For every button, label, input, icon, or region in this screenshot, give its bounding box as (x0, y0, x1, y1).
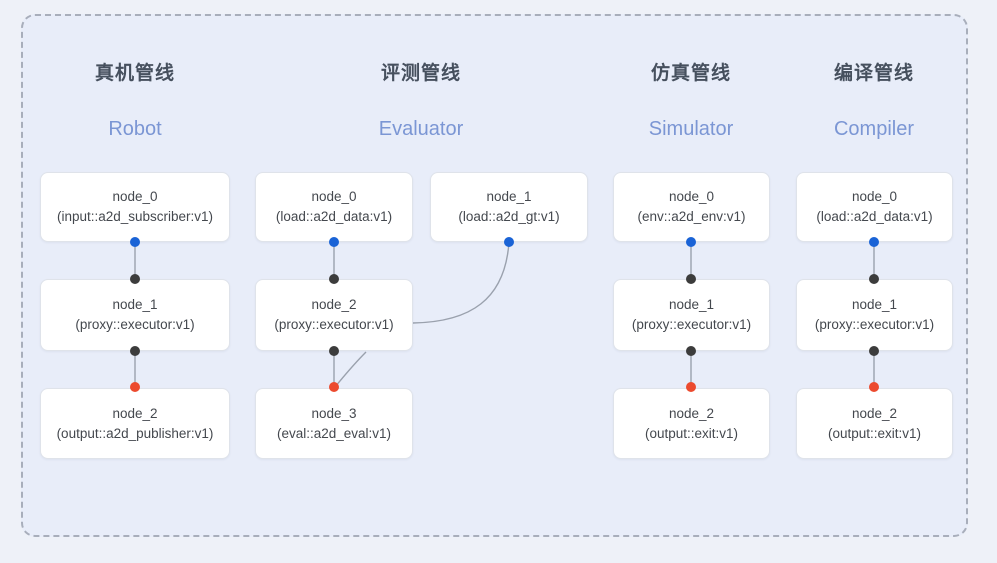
port-input-robot-1[interactable] (130, 274, 140, 284)
port-input-simulator-1[interactable] (686, 274, 696, 284)
port-output-simulator-0[interactable] (686, 237, 696, 247)
column-title-en-compiler: Compiler (833, 118, 915, 140)
node-compiler-2[interactable]: node_2 (output::exit:v1) (796, 388, 953, 459)
node-robot-1[interactable]: node_1 (proxy::executor:v1) (40, 279, 230, 351)
node-evaluator-3-type: (eval::a2d_eval:v1) (276, 425, 392, 441)
column-header-evaluator: 评测管线 Evaluator (326, 62, 516, 141)
node-robot-1-type: (proxy::executor:v1) (75, 317, 195, 332)
port-input-compiler-2[interactable] (869, 382, 879, 392)
port-input-compiler-1[interactable] (869, 274, 879, 284)
column-title-en-evaluator: Evaluator (378, 118, 464, 140)
node-compiler-1[interactable]: node_1 (proxy::executor:v1) (796, 279, 953, 351)
node-evaluator-0-name: node_0 (311, 189, 357, 204)
node-compiler-0-name: node_0 (851, 189, 898, 204)
column-title-en-simulator: Simulator (648, 118, 734, 140)
port-output-evaluator-2[interactable] (329, 346, 339, 356)
node-simulator-0[interactable]: node_0 (env::a2d_env:v1) (613, 172, 770, 242)
node-simulator-2-name: node_2 (668, 405, 715, 421)
port-output-compiler-1[interactable] (869, 346, 879, 356)
node-compiler-0[interactable]: node_0 (load::a2d_data:v1) (796, 172, 953, 242)
node-evaluator-3[interactable]: node_3 (eval::a2d_eval:v1) (255, 388, 413, 459)
node-robot-0-type: (input::a2d_subscriber:v1) (56, 209, 214, 224)
port-output-compiler-0[interactable] (869, 237, 879, 247)
column-header-compiler: 编译管线 Compiler (779, 62, 969, 141)
column-title-cn-robot: 真机管线 (94, 63, 175, 84)
node-simulator-2[interactable]: node_2 (output::exit:v1) (613, 388, 770, 459)
node-evaluator-0-type: (load::a2d_data:v1) (275, 209, 393, 224)
column-title-cn-compiler: 编译管线 (833, 63, 914, 84)
port-output-robot-1[interactable] (130, 346, 140, 356)
port-output-evaluator-1[interactable] (504, 237, 514, 247)
port-input-robot-2[interactable] (130, 382, 140, 392)
port-output-evaluator-0[interactable] (329, 237, 339, 247)
node-compiler-0-type: (load::a2d_data:v1) (816, 209, 933, 224)
column-title-cn-evaluator: 评测管线 (380, 63, 461, 84)
node-evaluator-2-type: (proxy::executor:v1) (274, 317, 394, 332)
port-output-robot-0[interactable] (130, 237, 140, 247)
port-input-evaluator-2[interactable] (329, 274, 339, 284)
node-evaluator-1-type: (load::a2d_gt:v1) (458, 209, 560, 224)
port-input-simulator-2[interactable] (686, 382, 696, 392)
node-evaluator-2[interactable]: node_2 (proxy::executor:v1) (255, 279, 413, 351)
node-simulator-2-type: (output::exit:v1) (644, 425, 739, 441)
column-header-simulator: 仿真管线 Simulator (596, 62, 786, 141)
node-simulator-1[interactable]: node_1 (proxy::executor:v1) (613, 279, 770, 351)
port-input-evaluator-3[interactable] (329, 382, 339, 392)
node-evaluator-1-name: node_1 (486, 189, 532, 204)
node-robot-2-name: node_2 (112, 405, 158, 421)
column-header-robot: 真机管线 Robot (40, 62, 230, 141)
node-compiler-1-name: node_1 (851, 297, 898, 312)
node-simulator-1-name: node_1 (668, 297, 715, 312)
column-title-cn-simulator: 仿真管线 (650, 63, 731, 84)
column-title-en-robot: Robot (108, 118, 162, 140)
node-compiler-2-name: node_2 (851, 405, 898, 421)
node-simulator-1-type: (proxy::executor:v1) (631, 317, 752, 332)
node-evaluator-2-name: node_2 (311, 297, 357, 312)
node-compiler-2-type: (output::exit:v1) (827, 425, 922, 441)
node-evaluator-1[interactable]: node_1 (load::a2d_gt:v1) (430, 172, 588, 242)
node-robot-2-type: (output::a2d_publisher:v1) (56, 425, 214, 441)
node-robot-2[interactable]: node_2 (output::a2d_publisher:v1) (40, 388, 230, 459)
node-compiler-1-type: (proxy::executor:v1) (814, 317, 935, 332)
node-simulator-0-type: (env::a2d_env:v1) (637, 209, 746, 224)
node-evaluator-0[interactable]: node_0 (load::a2d_data:v1) (255, 172, 413, 242)
node-simulator-0-name: node_0 (668, 189, 715, 204)
node-robot-0[interactable]: node_0 (input::a2d_subscriber:v1) (40, 172, 230, 242)
node-robot-1-name: node_1 (112, 297, 158, 312)
node-evaluator-3-name: node_3 (311, 405, 357, 421)
node-robot-0-name: node_0 (112, 189, 158, 204)
port-output-simulator-1[interactable] (686, 346, 696, 356)
